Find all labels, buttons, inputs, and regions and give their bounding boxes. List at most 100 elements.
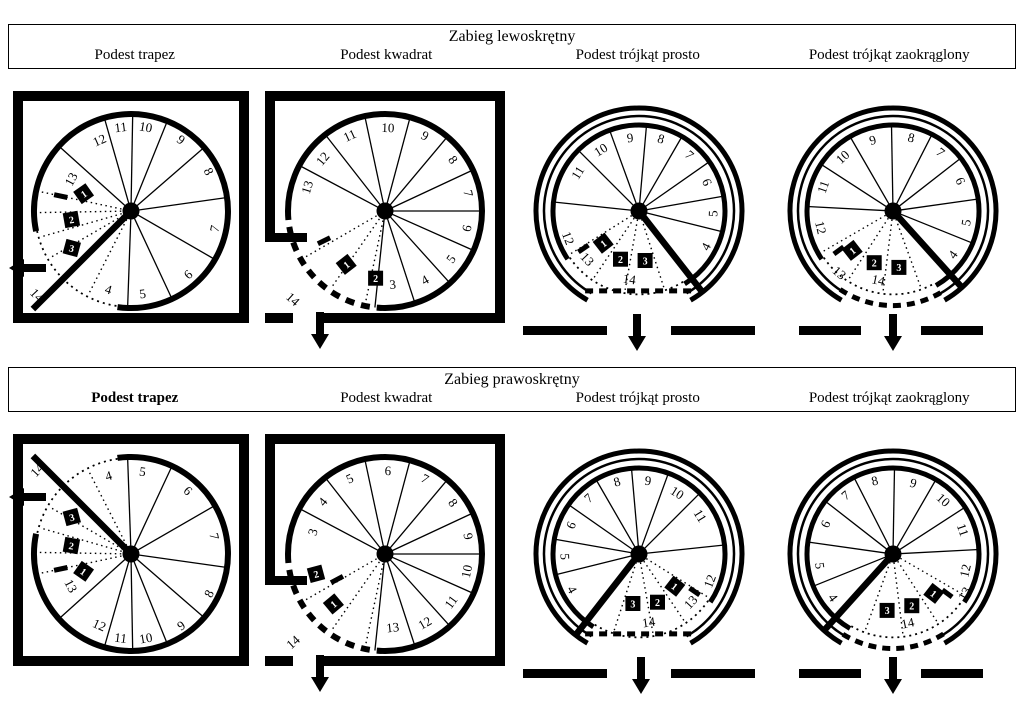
step-number-9: 9: [644, 473, 652, 489]
svg-text:1: 1: [599, 238, 610, 250]
svg-text:2: 2: [312, 569, 320, 581]
step-number-13: 13: [298, 179, 316, 196]
stair-outline-circle: [550, 465, 728, 630]
winder-step-badges: 12: [335, 253, 384, 286]
step-number-7: 7: [206, 532, 222, 542]
step-number-5: 5: [557, 553, 572, 560]
step-number-6: 6: [952, 175, 969, 187]
column-label-trojkat-prosto: Podest trójkąt prosto: [575, 47, 700, 63]
landing-edge-thick: [30, 208, 134, 312]
svg-text:3: 3: [68, 512, 76, 524]
svg-text:3: 3: [896, 263, 901, 274]
step-number-5: 5: [344, 470, 356, 486]
winder-step-badges: 321: [62, 507, 95, 582]
step-number-8: 8: [201, 587, 217, 600]
step-number-6: 6: [181, 483, 196, 499]
wall: [239, 434, 249, 666]
wall: [323, 656, 505, 666]
step-number-6: 6: [817, 517, 834, 529]
step-number-11: 11: [441, 592, 461, 611]
newel-post-hub: [884, 202, 902, 220]
step-number-9: 9: [626, 130, 634, 146]
landing-edge-thick: [572, 551, 642, 638]
column-label-trojkat-zaokraglony: Podest trójkąt zaokrąglony: [808, 390, 970, 406]
wall: [13, 313, 249, 323]
step-number-4: 4: [945, 247, 961, 261]
step-number-6: 6: [699, 176, 716, 188]
step-number-12: 12: [415, 613, 434, 632]
step-badge-2: 2: [904, 598, 920, 614]
step-number-4: 4: [825, 590, 841, 604]
step-number-14: 14: [641, 614, 656, 631]
step-number-12: 12: [90, 131, 108, 150]
exit-arrow-down: [884, 314, 902, 351]
step-number-7: 7: [682, 147, 697, 163]
step-number-8: 8: [445, 495, 461, 509]
winder-tread-lines-dotted: [37, 470, 128, 575]
wall: [799, 326, 861, 335]
step-number-13: 13: [955, 584, 974, 603]
step-number-12: 12: [956, 563, 974, 579]
step-number-10: 10: [138, 118, 153, 135]
step-number-6: 6: [459, 223, 475, 233]
wall: [523, 326, 607, 335]
step-badge-1: 1: [923, 582, 945, 604]
step-number-12: 12: [700, 572, 719, 590]
winder-step-badges: 123: [879, 582, 945, 618]
step-number-4: 4: [103, 281, 114, 297]
step-marker-tick: [832, 244, 846, 257]
stair-outline-circle: [31, 454, 231, 654]
svg-text:1: 1: [342, 260, 353, 272]
step-marker-tick: [940, 587, 954, 600]
step-number-10: 10: [138, 630, 153, 647]
svg-text:2: 2: [68, 215, 75, 227]
landing-edge-arc: [36, 230, 118, 307]
step-number-4: 4: [103, 467, 114, 483]
step-number-4: 4: [698, 240, 715, 253]
exit-arrow-down: [311, 655, 329, 692]
step-badge-2: 2: [62, 210, 81, 229]
wall: [265, 434, 275, 582]
svg-text:2: 2: [68, 541, 75, 553]
outer-wall-ring: [542, 457, 736, 638]
landing-edge-arc: [285, 210, 386, 311]
step-number-11: 11: [814, 179, 832, 196]
step-number-7: 7: [419, 470, 432, 487]
step-number-7: 7: [933, 144, 948, 160]
step-badge-1: 1: [841, 239, 863, 261]
outer-wall-ring: [787, 105, 999, 303]
outer-wall-ring: [796, 457, 990, 638]
wall: [495, 91, 505, 323]
step-number-13: 13: [61, 577, 80, 596]
wall: [265, 656, 293, 666]
landing-edge-thick: [30, 453, 134, 557]
wall: [13, 91, 249, 101]
tread-lines: [58, 457, 228, 652]
svg-text:1: 1: [79, 189, 89, 201]
step-badge-1: 1: [664, 575, 686, 597]
step-number-10: 10: [458, 563, 475, 579]
step-number-4: 4: [564, 583, 581, 596]
column-label-trapez: Podest trapez: [91, 390, 179, 406]
tread-lines: [553, 125, 724, 233]
outer-wall-ring: [533, 105, 745, 303]
step-number-14: 14: [900, 614, 916, 631]
step-badge-3: 3: [879, 602, 895, 618]
step-number-5: 5: [138, 464, 147, 480]
section-header-right-turn: Zabieg prawoskrętny Podest trapez Podest…: [8, 367, 1016, 412]
section-header-left-turn: Zabieg lewoskrętny Podest trapez Podest …: [8, 24, 1016, 69]
wall: [671, 669, 755, 678]
landing-edge-arc: [36, 458, 118, 535]
svg-text:1: 1: [928, 589, 939, 601]
step-number-12: 12: [90, 615, 108, 634]
